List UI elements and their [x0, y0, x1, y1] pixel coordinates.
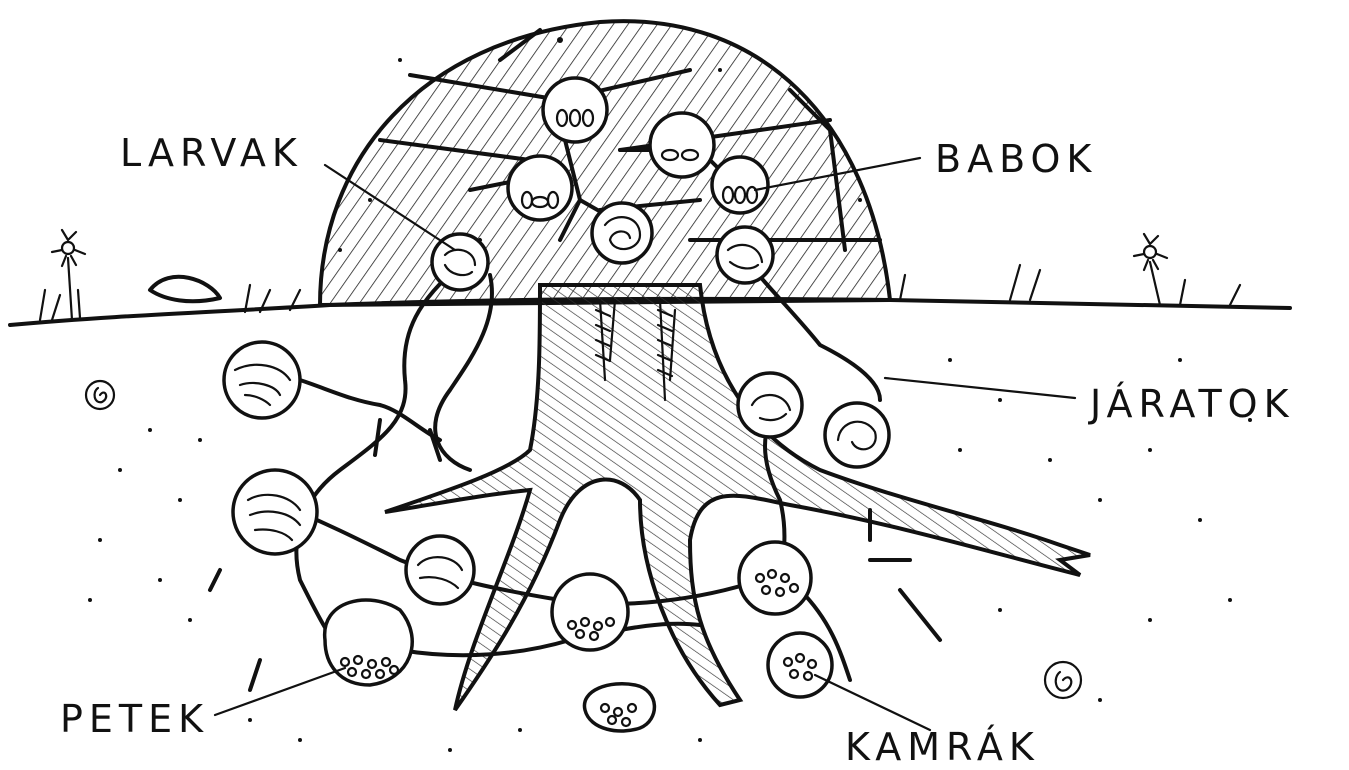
pointer-jaratok	[885, 378, 1075, 398]
larva-chamber-5	[738, 373, 802, 437]
pupa-chamber-1	[543, 78, 607, 142]
label-larvak: LARVAK	[120, 134, 303, 172]
larva-chamber-4	[224, 342, 300, 418]
larva-chamber-7	[233, 470, 317, 554]
larva-chamber-2	[592, 203, 652, 263]
label-petek: PETEK	[60, 700, 209, 738]
pointer-kamrak	[815, 675, 930, 730]
pointer-petek	[215, 668, 345, 715]
snail-shell-right	[1045, 662, 1081, 698]
label-kamrak: KAMRÁK	[845, 728, 1040, 766]
egg-chamber-2	[552, 574, 628, 650]
larva-chamber-8	[406, 536, 474, 604]
anthill-mound	[320, 21, 890, 305]
egg-chamber-5	[768, 633, 832, 697]
tree-stump	[385, 285, 1090, 710]
larva-chamber-1	[432, 234, 488, 290]
snail-shell-left	[86, 381, 114, 409]
pupa-chamber-4	[712, 157, 768, 213]
pupa-chamber-3	[508, 156, 572, 220]
egg-chamber-3	[739, 542, 811, 614]
label-babok: BABOK	[935, 140, 1097, 178]
pupa-chamber-2	[650, 113, 714, 177]
larva-chamber-6	[825, 403, 889, 467]
egg-chamber-1	[325, 600, 413, 685]
flower-right	[1134, 234, 1167, 305]
larva-chamber-3	[717, 227, 773, 283]
leaf	[150, 277, 220, 301]
label-jaratok: JÁRATOK	[1090, 385, 1294, 423]
egg-chamber-4	[584, 684, 654, 731]
